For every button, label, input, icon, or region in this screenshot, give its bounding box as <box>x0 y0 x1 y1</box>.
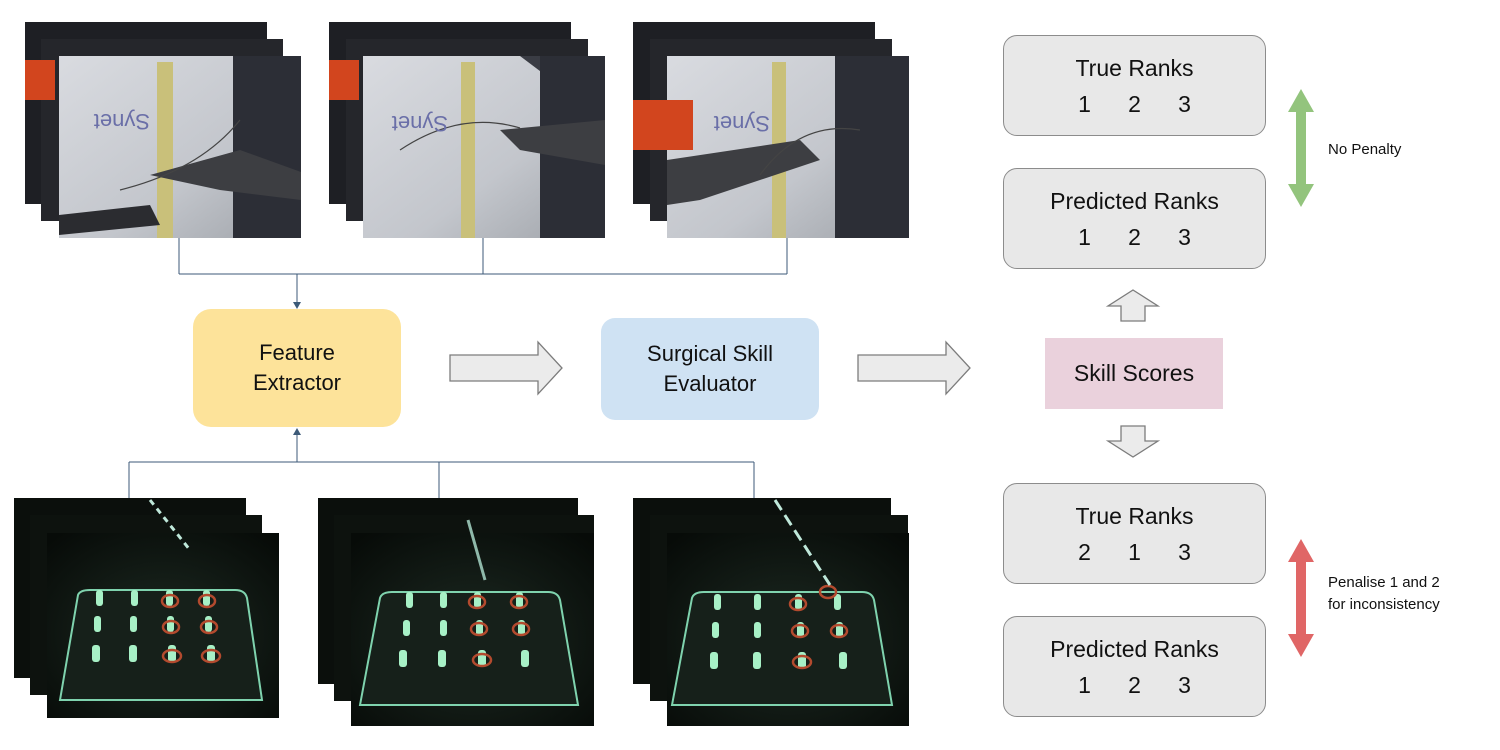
flow-arrow-2 <box>857 340 971 396</box>
rank-value: 1 <box>1128 539 1141 565</box>
bottom-video-stack-2 <box>318 498 594 726</box>
predicted-ranks-title: Predicted Ranks <box>1050 188 1219 214</box>
bottom-video-stack-3 <box>633 498 909 726</box>
rank-value: 3 <box>1178 672 1191 698</box>
skill-evaluator-line1: Surgical Skill <box>647 341 773 366</box>
true-ranks-values: 2 1 3 <box>1072 539 1198 566</box>
rank-value: 3 <box>1178 224 1191 250</box>
penalty-note-line2: for inconsistency <box>1328 596 1440 613</box>
penalty-note: Penalise 1 and 2 for inconsistency <box>1328 572 1440 616</box>
true-ranks-values: 1 2 3 <box>1072 91 1198 118</box>
skill-scores-label: Skill Scores <box>1073 360 1195 386</box>
rank-value: 1 <box>1078 224 1091 250</box>
predicted-ranks-values: 1 2 3 <box>1072 672 1198 699</box>
skill-evaluator-line2: Evaluator <box>663 371 757 396</box>
rank-value: 2 <box>1128 91 1141 117</box>
top-video-stack-3: Synet <box>633 22 909 238</box>
true-ranks-box-bottom: True Ranks 2 1 3 <box>1003 483 1266 584</box>
true-ranks-title: True Ranks <box>1075 55 1194 81</box>
true-ranks-title: True Ranks <box>1075 503 1194 529</box>
connector-arrowhead-top <box>293 302 301 309</box>
penalty-double-arrow <box>1288 539 1314 657</box>
svg-text:Synet: Synet <box>94 109 150 134</box>
skill-scores-box: Skill Scores <box>1045 338 1223 409</box>
top-video-stack-2: Synet <box>329 22 605 238</box>
no-penalty-double-arrow <box>1288 89 1314 207</box>
bottom-connectors <box>128 434 755 498</box>
rank-value: 2 <box>1128 224 1141 250</box>
down-arrow <box>1105 425 1161 458</box>
predicted-ranks-box-bottom: Predicted Ranks 1 2 3 <box>1003 616 1266 717</box>
predicted-ranks-title: Predicted Ranks <box>1050 636 1219 662</box>
top-connectors <box>178 238 788 303</box>
rank-value: 2 <box>1128 672 1141 698</box>
predicted-ranks-values: 1 2 3 <box>1072 224 1198 251</box>
penalty-note-line1: Penalise 1 and 2 <box>1328 574 1440 591</box>
flow-arrow-1 <box>449 340 563 396</box>
rank-value: 3 <box>1178 539 1191 565</box>
true-ranks-box-top: True Ranks 1 2 3 <box>1003 35 1266 136</box>
feature-extractor-box: Feature Extractor <box>193 309 401 427</box>
bottom-video-stack-1 <box>14 498 279 718</box>
skill-evaluator-box: Surgical Skill Evaluator <box>601 318 819 420</box>
up-arrow <box>1105 289 1161 322</box>
top-video-stack-1: Synet <box>25 22 301 238</box>
predicted-ranks-box-top: Predicted Ranks 1 2 3 <box>1003 168 1266 269</box>
no-penalty-note: No Penalty <box>1328 141 1402 158</box>
rank-value: 2 <box>1078 539 1091 565</box>
svg-text:Synet: Synet <box>392 111 448 136</box>
rank-value: 1 <box>1078 91 1091 117</box>
rank-value: 3 <box>1178 91 1191 117</box>
feature-extractor-line1: Feature <box>259 340 335 365</box>
svg-text:Synet: Synet <box>714 111 770 136</box>
rank-value: 1 <box>1078 672 1091 698</box>
connector-arrowhead-bottom <box>293 428 301 435</box>
feature-extractor-line2: Extractor <box>252 370 342 395</box>
